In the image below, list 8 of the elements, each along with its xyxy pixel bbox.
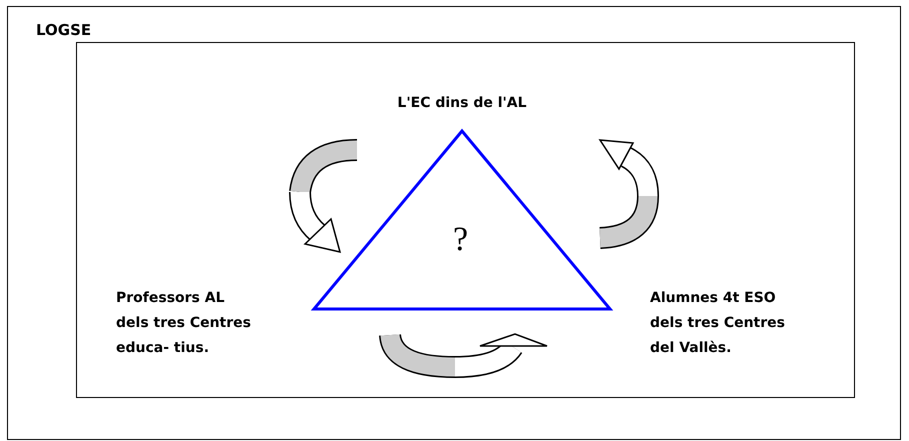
vertex-label: Alumnes 4t ESO dels tres Centres del Vallès. xyxy=(650,289,786,358)
vertex-label: L'EC dins de l'AL xyxy=(396,94,528,113)
inner-frame xyxy=(76,42,855,398)
triangle xyxy=(312,129,612,312)
question-mark: ? xyxy=(453,221,468,259)
heading: LOGSE xyxy=(36,21,92,39)
vertex-label: Professors AL dels tres Centres educa- tius. xyxy=(116,289,252,358)
outer-frame xyxy=(7,6,901,440)
